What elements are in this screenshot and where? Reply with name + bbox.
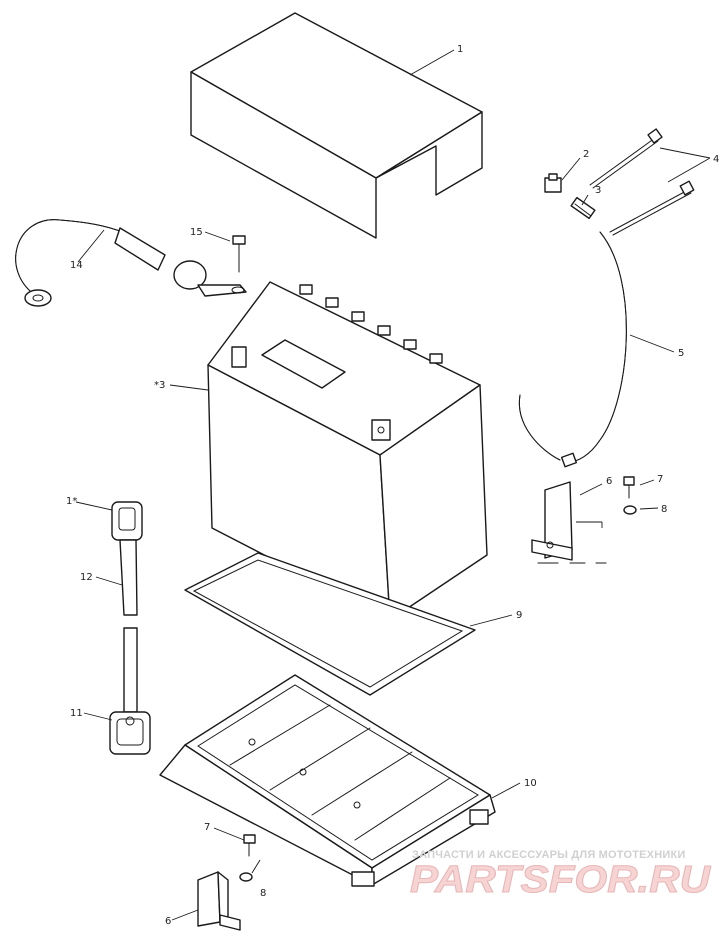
- battery: [207, 281, 488, 621]
- terminal-positive: [371, 419, 391, 441]
- watermark-logo: PARTSFOR.RU: [410, 859, 712, 901]
- terminal-negative: [231, 346, 247, 368]
- callout-11: 11: [70, 708, 83, 719]
- nut-lower: [239, 872, 253, 882]
- callout-2: 2: [583, 149, 589, 160]
- battery-pad: [184, 552, 476, 696]
- callout-3: 3: [595, 185, 601, 196]
- leader-lines: [75, 49, 711, 921]
- battery-cell-caps: [299, 284, 443, 364]
- callout-8-lower: 8: [260, 888, 266, 899]
- cable-connector: [570, 196, 596, 220]
- negative-cable: [15, 219, 247, 307]
- positive-cable: [518, 231, 627, 468]
- callout-battery: *3: [154, 380, 165, 391]
- callout-15: 15: [190, 227, 203, 238]
- watermark: ЗАПЧАСТИ И АКСЕССУАРЫ ДЛЯ МОТОТЕХНИКИ PA…: [410, 849, 713, 902]
- callout-8-upper: 8: [661, 504, 667, 515]
- bracket-upper: [531, 481, 573, 561]
- hold-down-strap-upper: [111, 501, 143, 616]
- screw-lower: [243, 834, 256, 857]
- battery-tray: [159, 674, 496, 887]
- hold-down-strap-lower: [109, 627, 151, 755]
- battery-handle: [261, 339, 346, 389]
- callout-6-lower: 6: [165, 916, 171, 927]
- callout-4: 4: [713, 154, 719, 165]
- callout-6-upper: 6: [606, 476, 612, 487]
- callout-9: 9: [516, 610, 522, 621]
- screw-upper: [623, 476, 635, 499]
- ring-terminal: [24, 289, 52, 307]
- callout-10: 10: [524, 778, 537, 789]
- bracket-lower: [197, 871, 241, 931]
- callout-7-upper: 7: [657, 474, 663, 485]
- callout-labels: 1 2 3 4 5 6 7 8 9 10 11 12 *3 14 15 1* 7…: [66, 44, 719, 927]
- cable-boot: [114, 227, 166, 271]
- callout-14: 14: [70, 260, 83, 271]
- hold-down-bolts: [589, 128, 695, 236]
- battery-cover: [190, 12, 483, 239]
- callout-1: 1: [457, 44, 463, 55]
- callout-12: 12: [80, 572, 93, 583]
- tray-foot: [469, 809, 489, 825]
- terminal-cap: [544, 173, 562, 193]
- watermark-tagline: ЗАПЧАСТИ И АКСЕССУАРЫ ДЛЯ МОТОТЕХНИКИ: [412, 849, 685, 861]
- callout-1-strap: 1*: [66, 496, 77, 507]
- tray-foot: [351, 871, 375, 887]
- callout-7-lower: 7: [204, 822, 210, 833]
- terminal-bolt: [232, 235, 246, 273]
- callout-5: 5: [678, 348, 684, 359]
- nut-upper: [623, 505, 637, 515]
